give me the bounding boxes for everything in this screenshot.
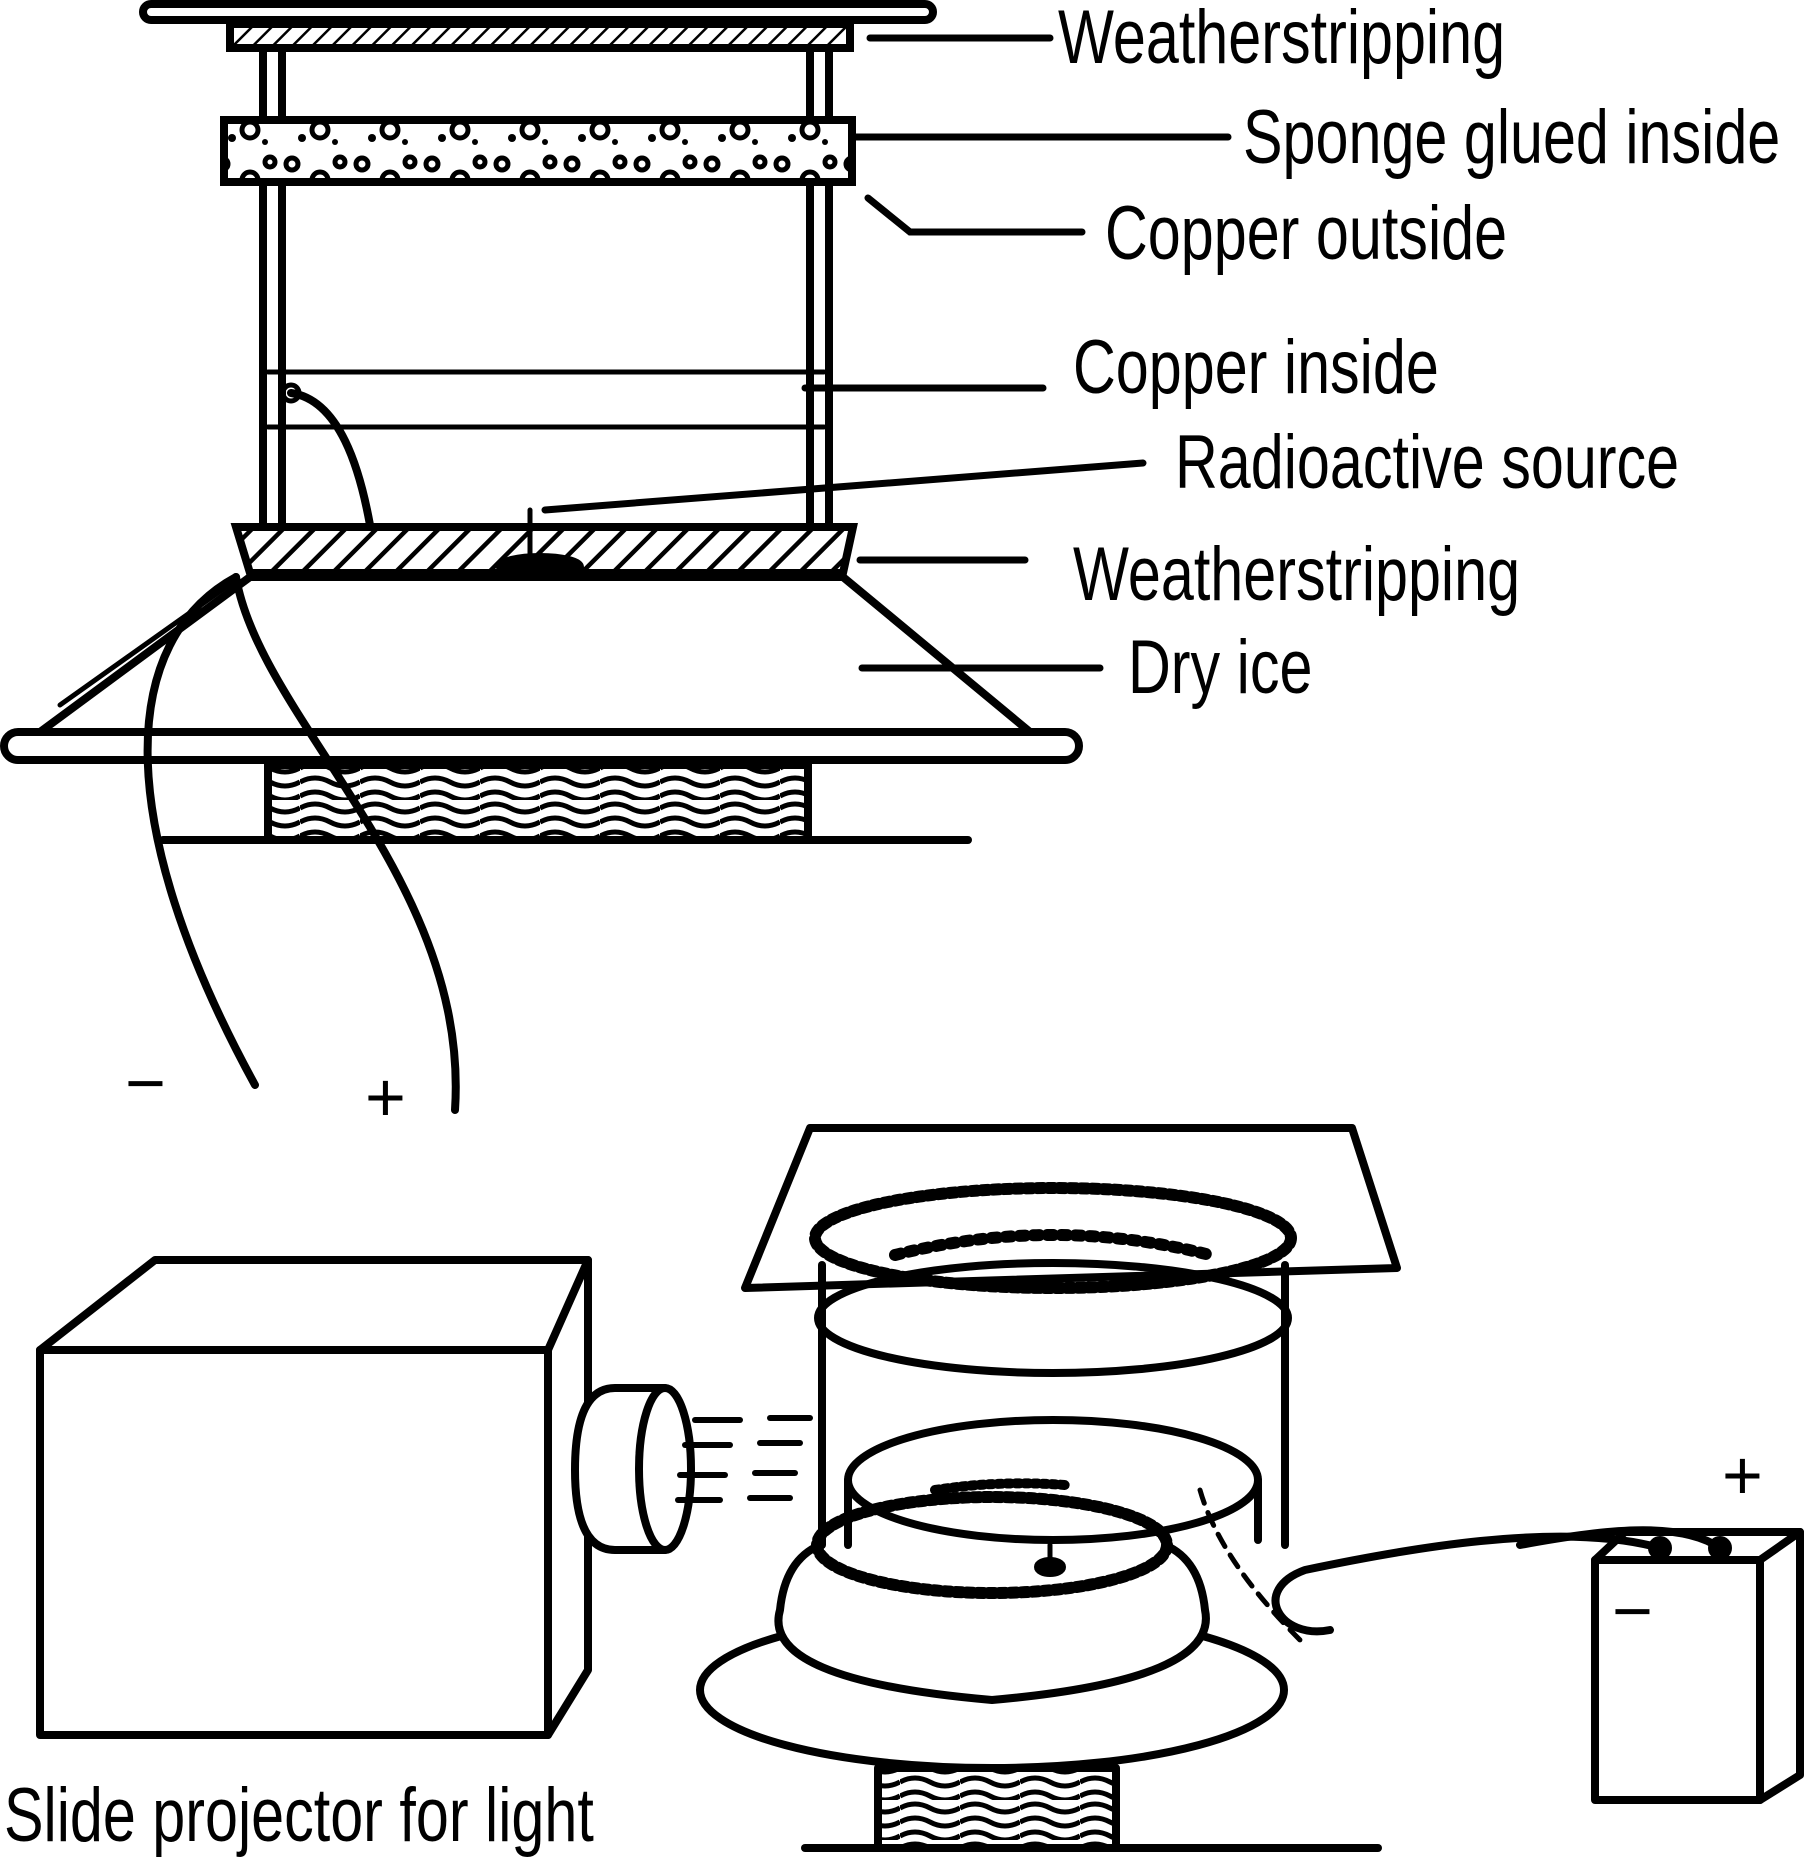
label-plus-battery: + [1722,1436,1763,1514]
label-minus-battery: − [1612,1572,1653,1650]
base-weatherstrip-ring [811,1491,1173,1599]
top-wood-base [264,761,812,844]
wire-positive [232,573,460,1114]
dry-ice-block [27,573,1042,736]
label-copper-inside: Copper inside [1073,325,1439,410]
bottom-sponge [889,1229,1216,1261]
label-weatherstripping-bottom: Weatherstripping [1073,532,1521,617]
copper-outside-ring [814,1259,1292,1377]
leader-lines [541,34,1232,672]
label-copper-outside: Copper outside [1105,191,1508,276]
battery-wire-positive [1516,1526,1724,1552]
label-sponge: Sponge glued inside [1243,95,1781,180]
top-chamber [0,0,1083,1114]
label-dry-ice: Dry ice [1128,625,1313,710]
bottom-apparatus [36,1124,1804,1852]
wire-copper [287,389,374,529]
label-plus-left: + [365,1058,406,1136]
bottom-wood-base [874,1764,1120,1852]
top-weatherstripping [226,20,854,52]
inner-wire [1197,1487,1303,1643]
slide-projector [36,1256,813,1739]
top-weatherstrip-ring [809,1182,1297,1294]
top-glass-plate [139,0,937,24]
label-weatherstripping-top: Weatherstripping [1058,0,1506,80]
label-projector: Slide projector for light [4,1773,594,1858]
label-minus-left: − [125,1044,166,1122]
top-tray [0,728,1083,764]
label-radioactive-source: Radioactive source [1175,420,1680,505]
sponge-band [220,116,856,186]
